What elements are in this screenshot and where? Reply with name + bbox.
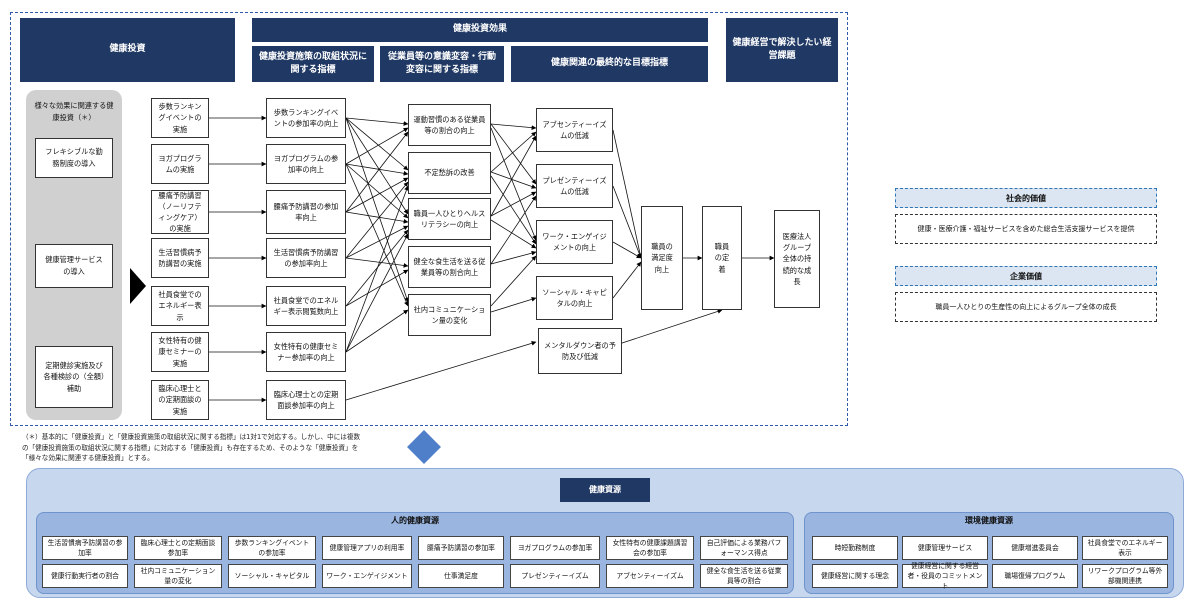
social-value-text: 健康・医療介護・福祉サービスを含めた総合生活支援サービスを提供 [895, 214, 1157, 244]
human-resource-item: 臨床心理士との定期面談参加率 [134, 536, 222, 560]
goal-box: アブセンティーイズムの低減 [536, 108, 613, 152]
investment-box: 社員食堂でのエネルギー表示 [151, 286, 209, 326]
behavior-box: 運動習慣のある従業員等の割合の向上 [408, 104, 491, 146]
human-resource-item: 生活習慣病予防講習の参加率 [42, 536, 128, 560]
investment-box: ヨガプログラムの実施 [151, 144, 209, 184]
investment-box: 歩数ランキングイベントの実施 [151, 98, 209, 138]
env-resource-item: リワークプログラム等外部機関連携 [1082, 564, 1168, 588]
indicator-box: 歩数ランキングイベントの参加率の向上 [266, 98, 346, 138]
env-resource-item: 時短勤務制度 [812, 536, 898, 560]
investment-box: 生活習慣病予防講習の実施 [151, 238, 209, 278]
indicator-box: 社員食堂でのエネルギー表示閲覧数向上 [266, 286, 346, 326]
human-resource-item: プレゼンティーイズム [510, 564, 600, 588]
goal-box: プレゼンティーイズムの低減 [536, 164, 613, 208]
human-resource-item: 女性特有の健康課題講習会の参加率 [606, 536, 694, 560]
human-resource-item: 健康管理アプリの利用率 [322, 536, 412, 560]
gray-item: 定期健診実施及び各種検診の（全額）補助 [35, 346, 113, 408]
indicator-box: 生活習慣病予防講習の参加率向上 [266, 238, 346, 278]
goal-box: メンタルダウン者の予防及び低減 [538, 328, 622, 374]
resources-title: 健康資源 [560, 478, 650, 502]
gray-item: フレキシブルな勤務制度の導入 [35, 138, 113, 178]
human-resource-item: 健全な食生活を送る従業員等の割合 [700, 564, 788, 588]
behavior-box: 健全な食生活を送る従業員等の割合向上 [408, 246, 491, 288]
satisfaction-box: 職員の満足度向上 [641, 206, 683, 310]
indicator-box: 女性特有の健康セミナー参加率の向上 [266, 332, 346, 372]
goal-box: ワーク・エンゲイジメントの向上 [536, 220, 613, 264]
human-resources-title: 人的健康資源 [391, 515, 439, 525]
human-resource-item: アブセンティーイズム [606, 564, 694, 588]
footnote: （＊）基本的に「健康投資」と「健康投資施策の取組状況に関する指標」は1対1で対応… [22, 433, 361, 463]
env-resource-item: 職場復帰プログラム [992, 564, 1078, 588]
human-resource-item: ヨガプログラムの参加率 [510, 536, 600, 560]
investment-box: 女性特有の健康セミナーの実施 [151, 332, 209, 372]
header-effect-sub1: 健康投資施策の取組状況に関する指標 [252, 46, 374, 82]
social-value-title: 社会的価値 [895, 188, 1157, 208]
human-resource-item: 歩数ランキングイベントの参加率 [228, 536, 316, 560]
goal-box: ソーシャル・キャピタルの向上 [536, 276, 613, 320]
env-resource-item: 健康経営に関する理念 [812, 564, 898, 588]
env-resource-item: 健康経営に関する経営者・役員のコミットメント [902, 562, 988, 590]
env-resource-item: 健康増進委員会 [992, 536, 1078, 560]
corporate-value-title: 企業価値 [895, 266, 1157, 286]
env-resource-item: 社員食堂でのエネルギー表示 [1082, 536, 1168, 560]
gray-panel-title: 様々な効果に関連する健康投資（＊） [34, 101, 114, 123]
behavior-box: 社内コミュニケーション量の変化 [408, 294, 491, 336]
header-issues: 健康経営で解決したい経営課題 [726, 18, 838, 82]
human-resource-item: 腰痛予防講習の参加率 [418, 536, 504, 560]
gray-item: 健康管理サービスの導入 [35, 244, 113, 288]
investment-box: 腰痛予防講習（ノーリフティングケア）の実施 [151, 190, 209, 234]
human-resource-item: 社内コミュニケーション量の変化 [134, 564, 222, 588]
behavior-box: 職員一人ひとりヘルスリテラシーの向上 [408, 198, 491, 240]
flow-arrow-icon [130, 268, 146, 304]
header-investment: 健康投資 [20, 18, 235, 82]
header-effect-sub2: 従業員等の意識変容・行動変容に関する指標 [380, 46, 504, 82]
indicator-box: 腰痛予防講習の参加率向上 [266, 190, 346, 234]
header-effect-sub3: 健康関連の最終的な目標指標 [511, 46, 708, 82]
env-resources-title: 環境健康資源 [965, 515, 1013, 525]
human-resource-item: ソーシャル・キャピタル [228, 564, 316, 588]
human-resource-item: 仕事満足度 [418, 564, 504, 588]
investment-box: 臨床心理士との定期面談の実施 [151, 380, 209, 420]
indicator-box: 臨床心理士との定期面談参加率の向上 [266, 380, 346, 420]
indicator-box: ヨガプログラムの参加率の向上 [266, 144, 346, 184]
header-effect: 健康投資効果 [252, 18, 708, 42]
human-resource-item: 健康行動実行者の割合 [42, 564, 128, 588]
corporate-value-text: 職員一人ひとりの生産性の向上によるグループ全体の成長 [895, 292, 1157, 322]
growth-box: 医療法人グループ全体の持続的な成長 [774, 210, 820, 308]
env-resource-item: 健康管理サービス [902, 536, 988, 560]
human-resource-item: ワーク・エンゲイジメント [322, 564, 412, 588]
human-resource-item: 自己評価による業務パフォーマンス得点 [700, 536, 788, 560]
main-frame [10, 12, 848, 426]
behavior-box: 不定愁訴の改善 [408, 152, 491, 194]
retention-box: 職員の定着 [702, 206, 742, 310]
